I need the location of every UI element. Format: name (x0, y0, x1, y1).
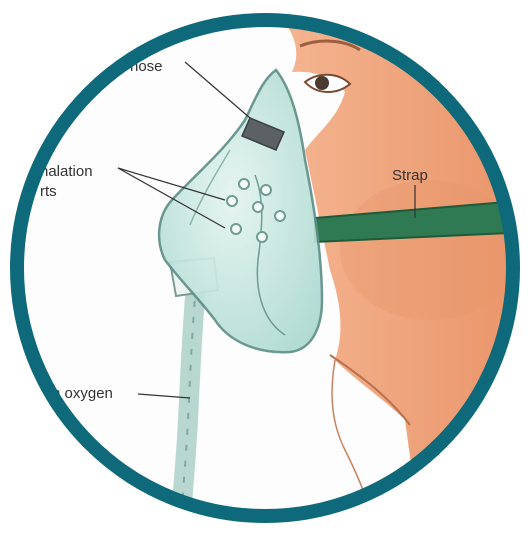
port-1 (239, 179, 249, 189)
label-strap: Strap (392, 167, 428, 184)
port-3 (227, 196, 237, 206)
port-2 (261, 185, 271, 195)
port-7 (257, 232, 267, 242)
port-6 (231, 224, 241, 234)
label-exhalation-1: halation (40, 163, 93, 180)
eye-pupil (315, 76, 329, 90)
port-5 (275, 211, 285, 221)
cheek-shading (340, 180, 520, 320)
label-exhalation-2: rts (40, 183, 57, 200)
port-4 (253, 202, 263, 212)
